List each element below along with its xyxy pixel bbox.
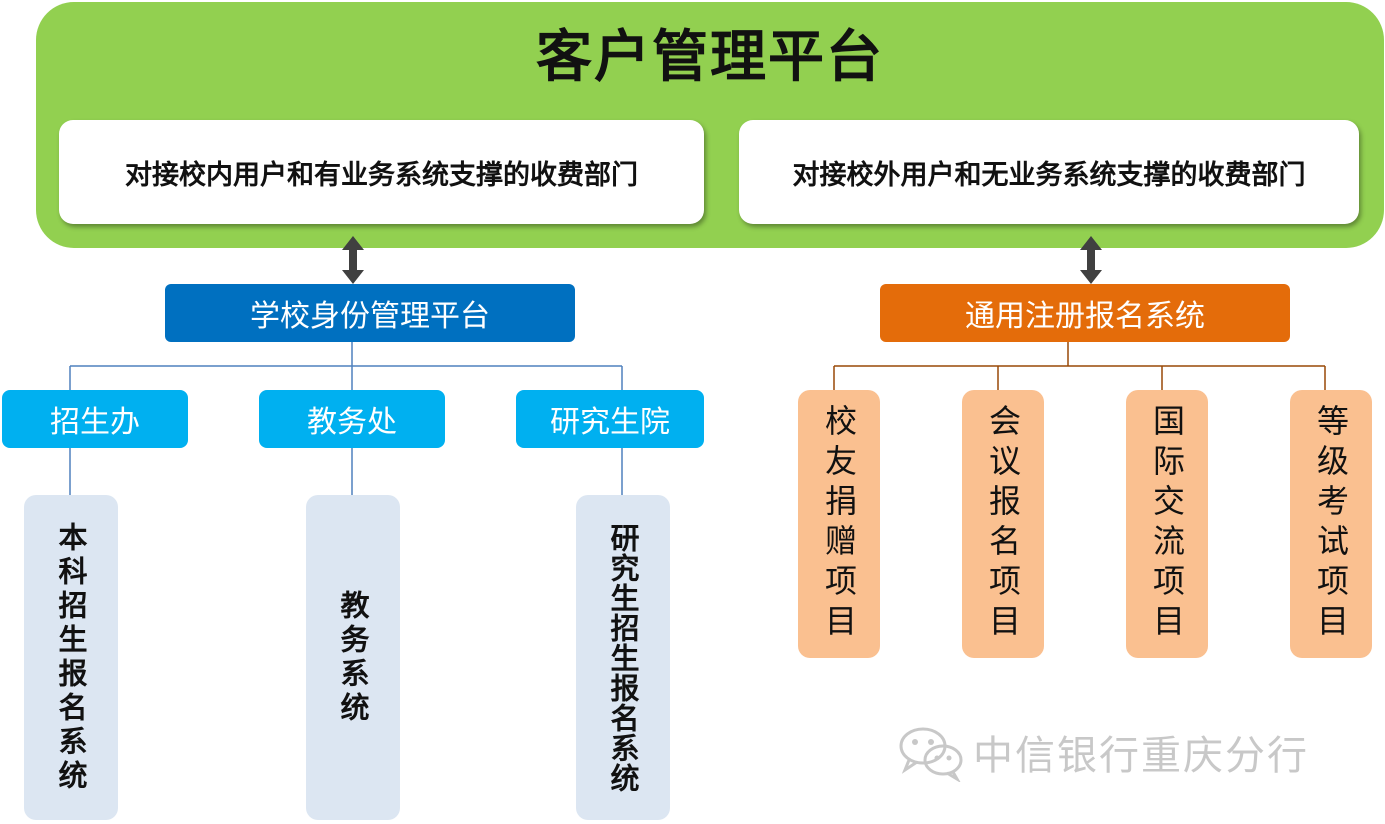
platform-title: 客户管理平台 <box>536 25 884 90</box>
project-box-alumni: 校友捐赠项目 <box>798 390 880 658</box>
project-box-conference: 会议报名项目 <box>962 390 1044 658</box>
project-label: 会议报名项目 <box>984 404 1022 644</box>
dept-box-external: 对接校外用户和无业务系统支撑的收费部门 <box>739 120 1359 224</box>
double-arrow-icon <box>342 236 364 284</box>
watermark-text: 中信银行重庆分行 <box>973 733 1309 779</box>
project-box-exam: 等级考试项目 <box>1290 390 1372 658</box>
project-label: 国际交流项目 <box>1148 404 1186 644</box>
system-label: 本科招生报名系统 <box>54 521 88 794</box>
office-box-academic-affairs: 教务处 <box>259 390 445 448</box>
system-box-undergrad: 本科招生报名系统 <box>24 495 118 820</box>
wechat-icon <box>899 727 963 782</box>
registration-system-box: 通用注册报名系统 <box>880 284 1290 342</box>
project-label: 校友捐赠项目 <box>820 404 858 644</box>
watermark: 中信银行重庆分行 <box>895 722 1309 782</box>
dept-box-internal: 对接校内用户和有业务系统支撑的收费部门 <box>59 120 704 224</box>
identity-platform-box: 学校身份管理平台 <box>165 284 575 342</box>
system-box-graduate: 研究生招生报名系统 <box>576 495 670 820</box>
system-label: 教务系统 <box>336 589 370 726</box>
double-arrow-icon <box>1080 236 1102 284</box>
system-label: 研究生招生报名系统 <box>606 522 640 793</box>
project-box-international: 国际交流项目 <box>1126 390 1208 658</box>
office-box-admissions: 招生办 <box>2 390 188 448</box>
system-box-academic: 教务系统 <box>306 495 400 820</box>
office-box-graduate-school: 研究生院 <box>516 390 704 448</box>
project-label: 等级考试项目 <box>1312 404 1350 644</box>
